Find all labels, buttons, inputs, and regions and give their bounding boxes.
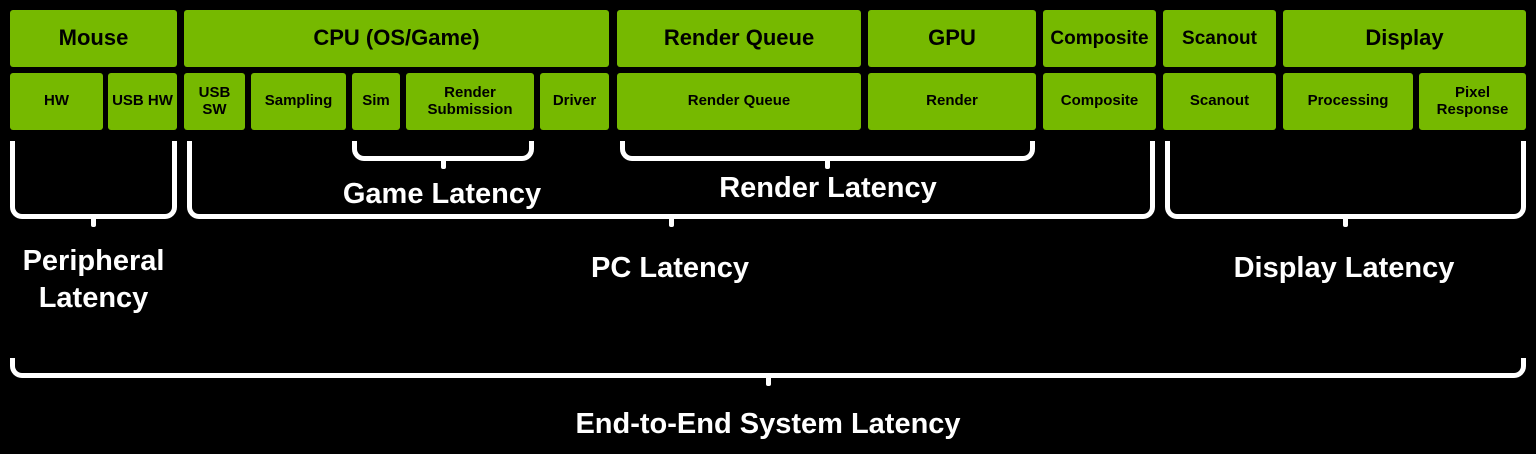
substage-block-render-queue: Render Queue	[617, 73, 861, 130]
substage-block-render-submission: Render Submission	[406, 73, 534, 130]
substage-block-processing: Processing	[1283, 73, 1413, 130]
display-latency-bracket	[1165, 141, 1526, 227]
substage-block-usb-hw: USB HW	[108, 73, 177, 130]
render-latency-bracket	[620, 141, 1035, 169]
pc-latency-label: PC Latency	[591, 252, 749, 284]
stage-block-mouse: Mouse	[10, 10, 177, 67]
substage-block-hw: HW	[10, 73, 103, 130]
end-to-end-latency-bracket	[10, 358, 1526, 386]
substage-block-scanout: Scanout	[1163, 73, 1276, 130]
substage-block-usb-sw: USB SW	[184, 73, 245, 130]
end-to-end-latency-label: End-to-End System Latency	[575, 408, 961, 440]
game-latency-label: Game Latency	[342, 178, 542, 210]
peripheral-latency-label: Peripheral Latency	[22, 245, 165, 315]
peripheral-latency-bracket	[10, 141, 177, 227]
substage-block-composite: Composite	[1043, 73, 1156, 130]
render-latency-label: Render Latency	[719, 172, 937, 204]
stage-block-cpu: CPU (OS/Game)	[184, 10, 609, 67]
display-latency-label: Display Latency	[1233, 252, 1455, 284]
stage-block-gpu: GPU	[868, 10, 1036, 67]
substage-block-sampling: Sampling	[251, 73, 346, 130]
stage-block-scanout: Scanout	[1163, 10, 1276, 67]
substage-block-sim: Sim	[352, 73, 400, 130]
substage-block-render: Render	[868, 73, 1036, 130]
pc-latency-bracket	[187, 141, 1155, 227]
substage-block-pixel-response: Pixel Response	[1419, 73, 1526, 130]
substage-block-driver: Driver	[540, 73, 609, 130]
game-latency-bracket	[352, 141, 534, 169]
stage-block-render-queue: Render Queue	[617, 10, 861, 67]
stage-block-display: Display	[1283, 10, 1526, 67]
stage-block-composite: Composite	[1043, 10, 1156, 67]
